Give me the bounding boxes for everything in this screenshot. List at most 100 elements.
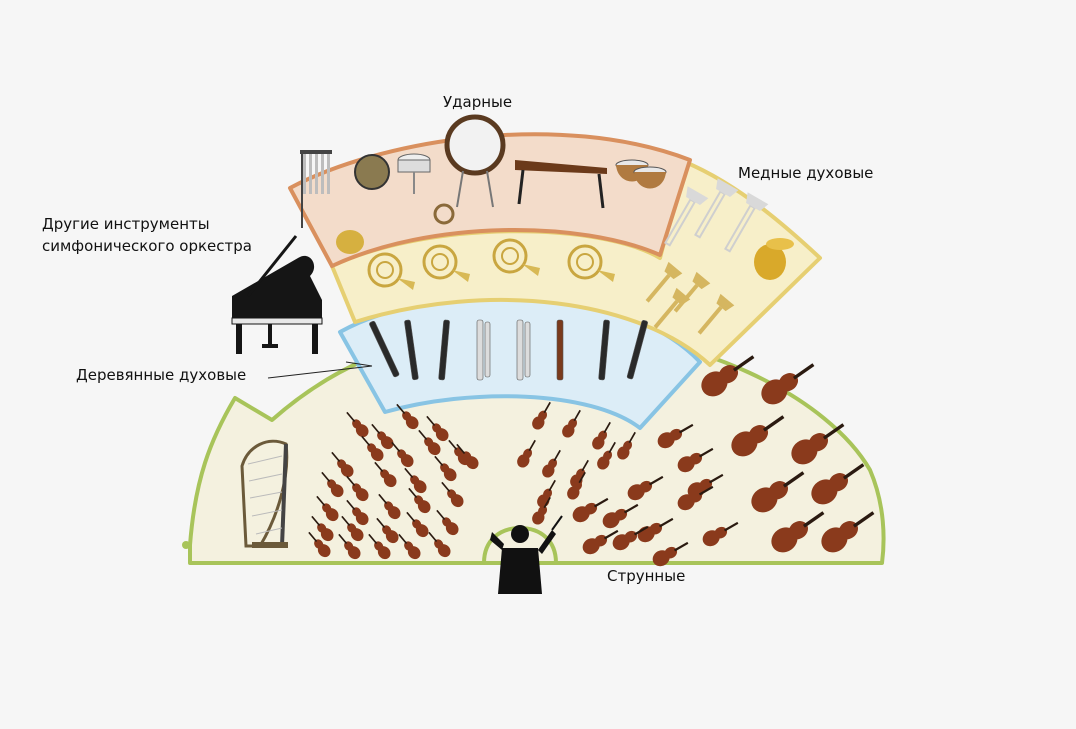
string-instrument-icon xyxy=(418,429,441,456)
tuba-icon xyxy=(754,238,794,280)
string-instrument-icon xyxy=(677,447,714,473)
string-instrument-icon xyxy=(391,441,414,468)
woodwinds-pointer-line xyxy=(267,365,373,379)
woodwind-instrument-icon xyxy=(476,319,491,381)
string-instrument-icon xyxy=(602,503,639,529)
string-instrument-icon xyxy=(456,443,479,470)
string-instrument-icon xyxy=(346,411,369,438)
woodwind-instrument-icon xyxy=(404,319,419,381)
string-instrument-icon xyxy=(592,421,611,450)
string-instrument-icon xyxy=(346,475,369,502)
string-instrument-icon xyxy=(701,355,755,397)
string-instrument-icon xyxy=(791,423,845,465)
drum-icon xyxy=(336,230,364,254)
string-instrument-icon xyxy=(567,471,586,500)
string-instrument-icon xyxy=(821,511,875,553)
trombone-icon xyxy=(724,192,769,253)
string-instrument-icon xyxy=(406,511,429,538)
string-instrument-icon xyxy=(404,467,427,494)
trombone-icon xyxy=(664,186,709,247)
string-instrument-icon xyxy=(426,415,449,442)
woodwind-instrument-icon xyxy=(438,319,450,381)
string-instrument-icon xyxy=(368,533,391,560)
string-instrument-icon xyxy=(532,401,551,430)
grand-piano-icon xyxy=(231,235,323,354)
string-instrument-icon xyxy=(341,515,364,542)
string-instrument-icon xyxy=(657,423,694,449)
string-instrument-icon xyxy=(441,481,464,508)
strings-label: Струнные xyxy=(607,567,686,585)
string-instrument-icon xyxy=(308,531,331,558)
trumpet-icon xyxy=(645,261,683,303)
string-instrument-icon xyxy=(378,493,401,520)
string-instrument-icon xyxy=(751,471,805,513)
string-instrument-icon xyxy=(612,525,649,551)
french-horn-icon xyxy=(567,244,615,282)
drum-icon xyxy=(397,153,431,194)
string-instrument-icon xyxy=(331,451,354,478)
woodwind-instrument-icon xyxy=(598,319,610,381)
string-instrument-icon xyxy=(652,541,689,567)
string-instrument-icon xyxy=(434,455,457,482)
string-instrument-icon xyxy=(761,363,815,405)
string-instrument-icon xyxy=(338,533,361,560)
drum-icon xyxy=(633,166,667,189)
string-instrument-icon xyxy=(597,441,616,470)
string-instrument-icon xyxy=(542,449,561,478)
string-instrument-icon xyxy=(562,409,581,438)
string-instrument-icon xyxy=(627,475,664,501)
woodwind-instrument-icon xyxy=(516,319,531,381)
string-instrument-icon xyxy=(532,496,551,525)
string-instrument-icon xyxy=(408,487,431,514)
trumpet-icon xyxy=(697,293,735,335)
drum-icon xyxy=(515,160,607,209)
brass-instruments-group xyxy=(367,178,794,335)
string-instrument-icon xyxy=(361,435,384,462)
trombone-icon xyxy=(694,178,739,239)
string-instrument-icon xyxy=(572,497,609,523)
string-instrument-icon xyxy=(371,423,394,450)
string-instrument-icon xyxy=(731,415,785,457)
drum-icon xyxy=(354,154,390,190)
string-instruments-group xyxy=(308,355,875,567)
woodwinds-label: Деревянные духовые xyxy=(76,366,247,384)
string-instrument-icon xyxy=(617,431,636,460)
string-instrument-icon xyxy=(374,461,397,488)
conductor-silhouette-icon xyxy=(490,515,563,594)
string-instrument-icon xyxy=(316,495,339,522)
string-instrument-icon xyxy=(677,485,714,511)
percussion-instruments-group xyxy=(300,114,667,254)
french-horn-icon xyxy=(422,244,470,282)
string-instrument-icon xyxy=(311,515,334,542)
string-instrument-icon xyxy=(376,517,399,544)
string-instrument-icon xyxy=(702,521,739,547)
drum-icon xyxy=(444,114,506,208)
string-instrument-icon xyxy=(346,499,369,526)
drum-icon xyxy=(300,150,332,228)
woodwind-instruments-group xyxy=(369,319,648,381)
string-instrument-icon xyxy=(321,471,344,498)
string-instrument-icon xyxy=(517,439,536,468)
string-instrument-icon xyxy=(811,463,865,505)
french-horn-icon xyxy=(492,238,540,276)
woodwinds-pointer-line-2 xyxy=(345,361,373,367)
other-instruments-label-line2: симфонического оркестра xyxy=(42,237,252,255)
strings-section-dot xyxy=(182,541,190,549)
other-instruments-label: Другие инструменты симфонического оркест… xyxy=(42,213,252,257)
brass-label: Медные духовые xyxy=(738,164,874,182)
string-instrument-icon xyxy=(436,509,459,536)
string-instrument-icon xyxy=(398,533,421,560)
string-instrument-icon xyxy=(771,511,825,553)
percussion-label: Ударные xyxy=(443,93,513,111)
french-horn-icon xyxy=(367,252,415,290)
string-instrument-icon xyxy=(396,403,419,430)
woodwind-instrument-icon xyxy=(369,320,400,378)
harp-icon xyxy=(240,439,289,548)
string-instrument-icon xyxy=(582,529,619,555)
drum-icon xyxy=(433,203,455,225)
other-instruments-label-line1: Другие инструменты xyxy=(42,215,210,233)
string-instrument-icon xyxy=(428,531,451,558)
trumpet-icon xyxy=(653,287,691,329)
